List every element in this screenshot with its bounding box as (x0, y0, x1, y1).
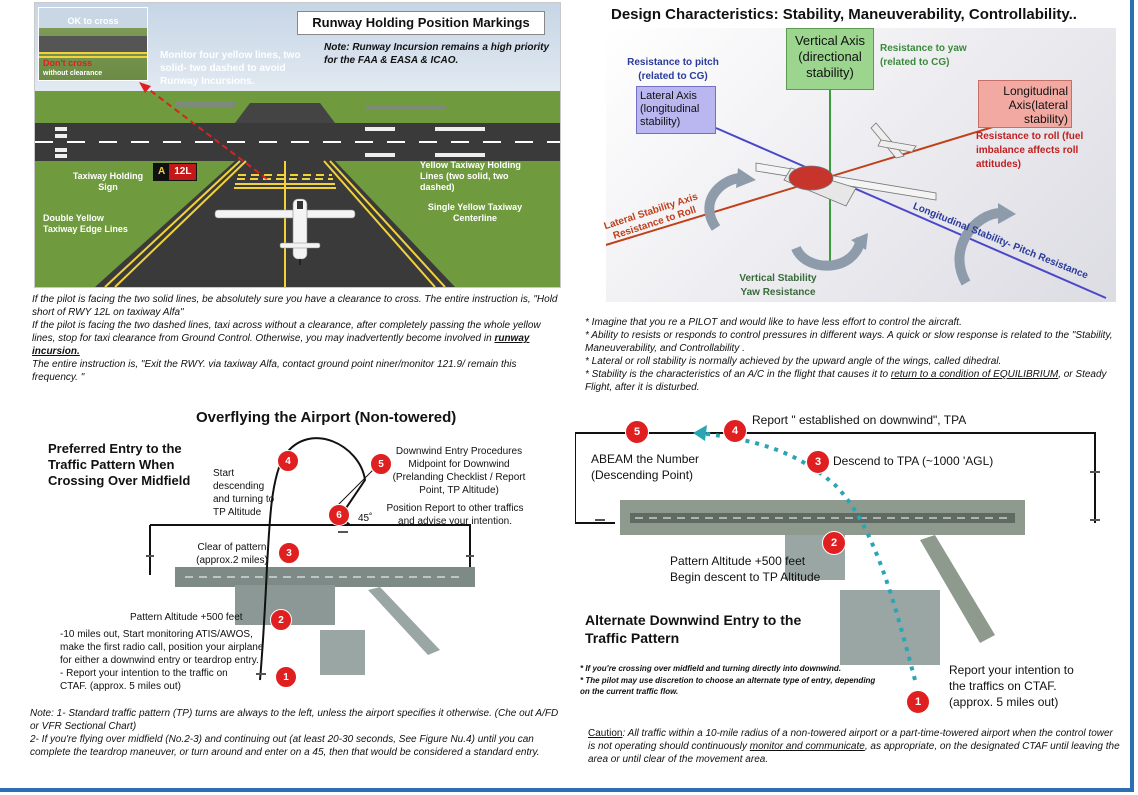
design-title: Design Characteristics: Stability, Maneu… (611, 6, 1077, 23)
report-downwind-text: Report " established on downwind", TPA (752, 413, 967, 427)
design-bullet: * Lateral or roll stability is normally … (585, 356, 1002, 367)
alt-waypoint-5: 5 (625, 420, 649, 444)
dont-cross-label: Don't cross (43, 58, 93, 68)
double-yellow-label: Double Yellow Taxiway Edge Lines (43, 213, 128, 234)
holding-sign: A 12L (153, 163, 198, 181)
sign-a: A (154, 164, 170, 180)
waypoint-3: 3 (278, 542, 300, 564)
alt-waypoint-4: 4 (723, 419, 747, 443)
alt-waypoint-2: 2 (822, 531, 846, 555)
report-intention-text: - Report your intention to the traffic o… (60, 668, 228, 692)
axes-diagram-frame: Vertical Axis (directional stability) Re… (603, 28, 1116, 302)
waypoint-1: 1 (275, 666, 297, 688)
vertical-axis-box: Vertical Axis (directional stability) (786, 28, 874, 90)
resistance-yaw-label: Resistance to yaw (related to CG) (880, 43, 967, 68)
waypoint-5: 5 (370, 453, 392, 475)
resistance-pitch-label: Resistance to pitch (related to CG) (627, 57, 719, 82)
overflying-title: Overflying the Airport (Non-towered) (196, 409, 457, 426)
yellow-holding-lines-label: Yellow Taxiway Holding Lines (two solid,… (420, 160, 521, 192)
angle-label: 45˚ (358, 513, 373, 524)
descend-text: Descend to TPA (~1000 'AGL) (833, 454, 994, 468)
crossing-note: * If you're crossing over midfield and t… (580, 664, 842, 673)
runway-title: Runway Holding Position Markings (297, 11, 545, 35)
airplane-shape (214, 198, 356, 260)
incursion-note: Note: Runway Incursion remains a high pr… (324, 42, 550, 66)
note-2: 2- If you're flying over midfield (No.2-… (30, 734, 540, 758)
text-exit-instruction: The entire instruction is, "Exit the RWY… (32, 359, 517, 383)
longitudinal-axis-box: Longitudinal Axis(lateral stability) (978, 80, 1072, 128)
monitor-lines-text: Monitor four yellow lines, two solid- tw… (160, 50, 301, 87)
abeam-text: ABEAM the Number (Descending Point) (591, 452, 700, 482)
waypoint-2: 2 (270, 609, 292, 631)
waypoint-6: 6 (328, 504, 350, 526)
alternate-title: Alternate Downwind Entry to the Traffic … (585, 612, 802, 646)
monitor-communicate-text: monitor and communicate (749, 741, 865, 752)
pattern-altitude-right-text: Pattern Altitude +500 feet Begin descent… (670, 554, 821, 584)
discretion-note: * The pilot may use discretion to choose… (580, 676, 876, 696)
pattern-altitude-text: Pattern Altitude +500 feet (130, 612, 243, 623)
runway-incursion-link: runway incursion. (32, 333, 530, 357)
caution-label: Caution (588, 728, 623, 739)
design-bullet: * Imagine that you re a PILOT and would … (585, 317, 962, 328)
runway-photo-frame: OK to cross Don't cross without clearanc… (34, 2, 561, 288)
alt-waypoint-1: 1 (906, 690, 930, 714)
vertical-stability-label: Vertical Stability Yaw Resistance (739, 273, 817, 298)
right-frame-border (1130, 0, 1134, 790)
ok-to-cross-label: OK to cross (67, 16, 119, 26)
alternate-diagram (575, 425, 1100, 681)
report-ctaf-text: Report your intention to the traffics on… (949, 663, 1074, 709)
design-bullet: * Stability is the characteristics of an… (585, 369, 1107, 393)
start-descending-text: Start descending and turning to TP Altit… (213, 468, 275, 518)
hold-short-text: If the pilot is facing the two solid lin… (32, 293, 560, 384)
clear-of-pattern-text: Clear of pattern (approx.2 miles) (196, 542, 268, 566)
preferred-entry-title: Preferred Entry to the Traffic Pattern W… (48, 441, 191, 488)
caution-text: Caution: All traffic within a 10-mile ra… (588, 728, 1120, 765)
downwind-entry-text: Downwind Entry Procedures Midpoint for D… (392, 446, 526, 496)
bottom-frame-border (0, 788, 1134, 792)
ten-miles-text: -10 miles out, Start monitoring ATIS/AWO… (60, 629, 264, 666)
design-bullet: * Ability to resists or responds to cont… (585, 330, 1113, 354)
text-dashed-lines: If the pilot is facing the two dashed li… (32, 320, 541, 357)
equilibrium-text: return to a condition of EQUILIBRIUM (890, 369, 1059, 380)
text-solid-lines: If the pilot is facing the two solid lin… (32, 294, 558, 318)
single-yellow-label: Single Yellow Taxiway Centerline (427, 202, 523, 223)
without-clearance-label: without clearance (43, 70, 103, 77)
position-report-text: Position Report to other traffics and ad… (386, 503, 524, 527)
alt-waypoint-3: 3 (806, 450, 830, 474)
waypoint-4: 4 (277, 450, 299, 472)
sign-12l: 12L (169, 164, 197, 180)
lateral-axis-box: Lateral Axis (longitudinal stability) (636, 86, 716, 134)
traffic-pattern-notes: Note: 1- Standard traffic pattern (TP) t… (30, 707, 565, 759)
note-1: Note: 1- Standard traffic pattern (TP) t… (30, 708, 559, 732)
aircraft-shape (755, 122, 937, 207)
taxiway-holding-sign-label: Taxiway Holding Sign (72, 171, 144, 192)
resistance-roll-label: Resistance to roll (fuel imbalance affec… (976, 131, 1084, 170)
inset-photo: OK to cross Don't cross without clearanc… (38, 7, 148, 81)
design-bullets: * Imagine that you re a PILOT and would … (585, 316, 1120, 394)
axes-illustration (606, 73, 1107, 299)
